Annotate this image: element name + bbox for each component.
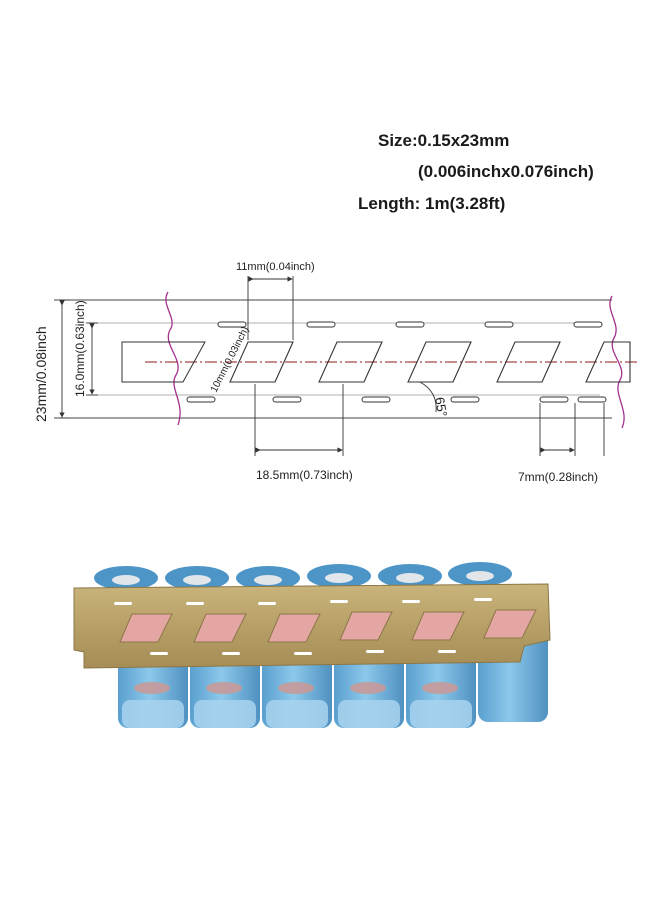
slot-bottom-1 xyxy=(186,396,216,403)
spec-length: Length: 1m(3.28ft) xyxy=(358,194,506,213)
dim-inner-width xyxy=(86,322,98,396)
dim-slot-width xyxy=(247,276,294,340)
spec-size: Size:0.15x23mm xyxy=(378,131,510,150)
hole-1 xyxy=(229,341,294,383)
end-cutout xyxy=(121,341,206,383)
break-mark-right xyxy=(609,295,625,429)
angle-arc xyxy=(419,381,437,413)
slot-bottom-2 xyxy=(272,396,302,403)
slot-bottom-5 xyxy=(539,396,569,403)
slot-top-2 xyxy=(306,321,336,328)
dim-total-width xyxy=(54,299,70,419)
battery-row-back xyxy=(94,562,512,590)
dim-slot-length xyxy=(539,403,605,456)
angle-label: 65° xyxy=(432,396,450,418)
dim-pitch xyxy=(254,384,344,456)
strip-slots xyxy=(114,598,492,655)
spec-size-inch: (0.006inchx0.076inch) xyxy=(418,162,594,181)
hole-2 xyxy=(318,341,383,383)
break-mark-left xyxy=(165,291,181,426)
strip-holes xyxy=(119,609,537,643)
total-width-label: 23mm/0.08inch xyxy=(33,326,49,422)
slot-bottom-3 xyxy=(361,396,391,403)
slot-top-1 xyxy=(217,321,247,328)
slot-width-label: 11mm(0.04inch) xyxy=(236,261,315,273)
slot-bottom-6 xyxy=(577,396,607,403)
pitch-label: 18.5mm(0.73inch) xyxy=(256,468,353,482)
hole-4 xyxy=(496,341,561,383)
slot-length-label: 7mm(0.28inch) xyxy=(518,470,598,484)
hole-5 xyxy=(585,341,631,383)
hole-3 xyxy=(407,341,472,383)
slot-bottom-4 xyxy=(450,396,480,403)
slot-top-3 xyxy=(395,321,425,328)
slot-top-5 xyxy=(573,321,603,328)
inner-width-label: 16.0mm(0.63inch) xyxy=(73,300,87,397)
slot-top-4 xyxy=(484,321,514,328)
